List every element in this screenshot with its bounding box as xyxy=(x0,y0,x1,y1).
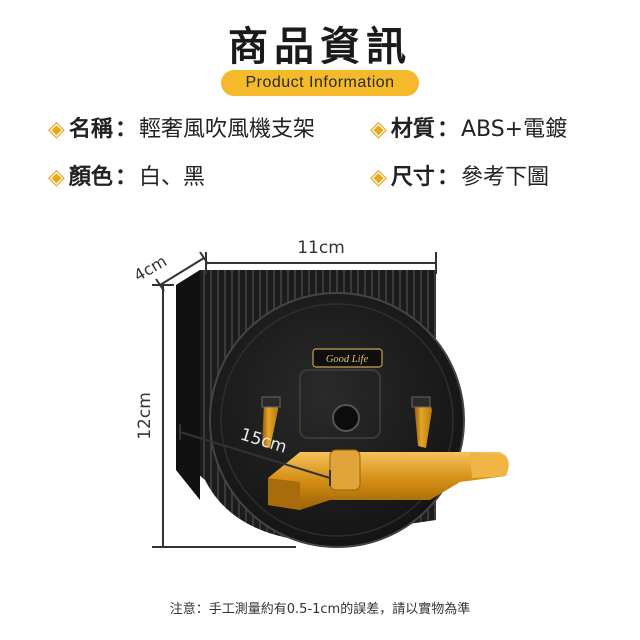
logo-badge xyxy=(312,348,383,368)
diamond-icon: ◈ xyxy=(48,165,65,190)
spec-color: ◈ 顏色 ： 白、黑 xyxy=(48,164,205,192)
right-clip xyxy=(414,398,432,448)
spec-key: 材質 xyxy=(390,117,435,142)
left-clip xyxy=(262,398,278,448)
spec-value: 輕奢風吹風機支架 xyxy=(138,117,315,142)
dimension-depth-label: 4cm xyxy=(131,251,170,285)
spec-separator: ： xyxy=(436,165,459,190)
spec-value: 參考下圖 xyxy=(460,165,549,190)
spec-name: ◈ 名稱 ： 輕奢風吹風機支架 xyxy=(48,116,315,144)
logo-text: Good Life xyxy=(326,354,369,365)
diamond-icon: ◈ xyxy=(48,117,65,142)
spec-separator: ： xyxy=(114,117,137,142)
spec-size: ◈ 尺寸 ： 參考下圖 xyxy=(370,164,549,192)
spec-key: 名稱 xyxy=(68,117,113,142)
page-title: 商品資訊 xyxy=(228,24,412,70)
spec-value: ABS+電鍍 xyxy=(460,117,568,142)
subtitle-badge: Product Information xyxy=(221,70,419,96)
spec-value: 白、黑 xyxy=(138,165,205,190)
spec-material: ◈ 材質 ： ABS+電鍍 xyxy=(370,116,567,144)
gold-holder-arm xyxy=(268,452,508,510)
dimension-width-label: 11cm xyxy=(297,238,345,258)
spec-key: 顏色 xyxy=(68,165,113,190)
diamond-icon: ◈ xyxy=(370,165,387,190)
spec-separator: ： xyxy=(114,165,137,190)
dimension-height-label: 12cm xyxy=(135,392,155,440)
spec-key: 尺寸 xyxy=(390,165,435,190)
spec-separator: ： xyxy=(436,117,459,142)
diamond-icon: ◈ xyxy=(370,117,387,142)
mount-knob xyxy=(332,404,360,432)
measurement-note: 注意：手工測量約有0.5-1cm的誤差，請以實物為準 xyxy=(169,602,471,617)
